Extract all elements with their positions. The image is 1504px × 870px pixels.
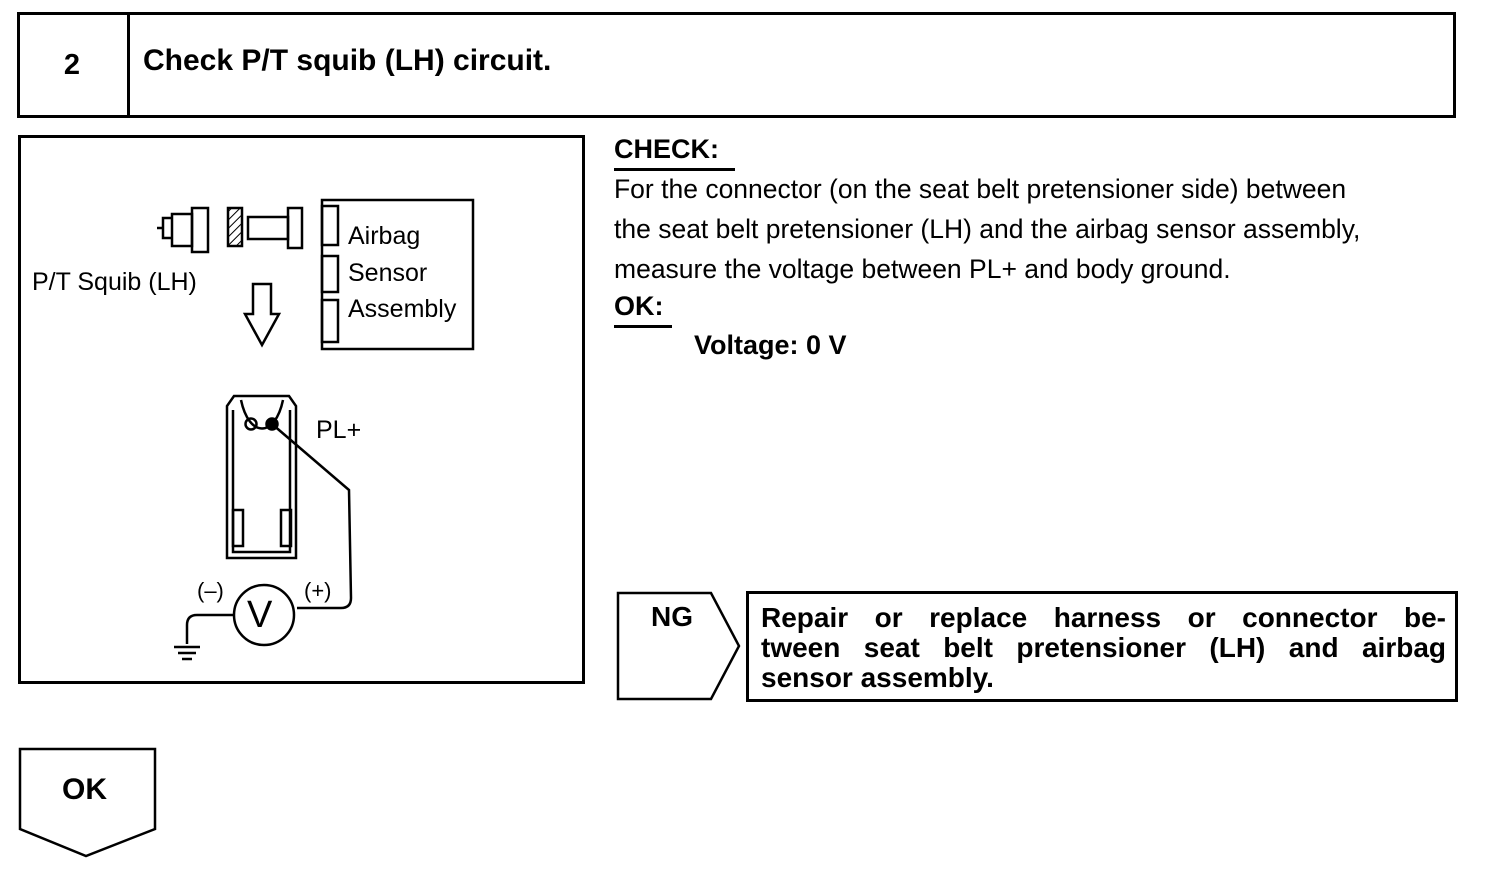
minus-label: (–) — [197, 578, 224, 603]
step-header — [17, 12, 1456, 118]
squib-label: P/T Squib (LH) — [32, 268, 197, 296]
ng-line-1: Repair or replace harness or connector b… — [761, 602, 1446, 633]
step-title: Check P/T squib (LH) circuit. — [143, 44, 552, 77]
check-line-2: the seat belt pretensioner (LH) and the … — [614, 214, 1361, 244]
sensor-label: Sensor — [348, 259, 428, 287]
mating-connector-icon — [226, 206, 304, 250]
check-line-1: For the connector (on the seat belt pret… — [614, 174, 1347, 204]
probe-wire — [271, 423, 353, 610]
step-number: 2 — [17, 12, 130, 118]
assembly-label: Assembly — [348, 295, 457, 323]
ng-label: NG — [651, 601, 693, 632]
plus-label: (+) — [304, 578, 332, 603]
voltmeter-symbol: V — [247, 594, 273, 636]
wiring-illustration: P/T Squib (LH) Airbag Sensor Assembly PL… — [18, 135, 585, 684]
airbag-label: Airbag — [348, 222, 421, 250]
ok-heading: OK: — [614, 291, 664, 321]
terminal-label: PL+ — [316, 416, 362, 444]
check-heading: CHECK: — [614, 134, 719, 164]
check-line-3: measure the voltage between PL+ and body… — [614, 254, 1231, 284]
ng-line-3: sensor assembly. — [761, 662, 994, 693]
squib-connector-icon — [157, 206, 210, 254]
ng-arrow-icon — [616, 591, 741, 701]
ok-underline — [614, 325, 672, 328]
ground-wire — [185, 613, 234, 644]
ok-label: OK — [62, 773, 107, 806]
illustration-drawing — [157, 198, 475, 661]
check-underline — [614, 168, 735, 171]
down-arrow-icon — [242, 282, 282, 348]
connector-face-icon — [225, 394, 298, 560]
airbag-sensor-assembly-icon — [320, 198, 475, 351]
ok-arrow-icon — [18, 747, 157, 858]
ng-action-box — [746, 591, 1458, 702]
ground-icon — [174, 645, 200, 661]
ng-line-2: tween seat belt pretensioner (LH) and ai… — [761, 632, 1446, 663]
ok-spec: Voltage: 0 V — [694, 330, 847, 360]
